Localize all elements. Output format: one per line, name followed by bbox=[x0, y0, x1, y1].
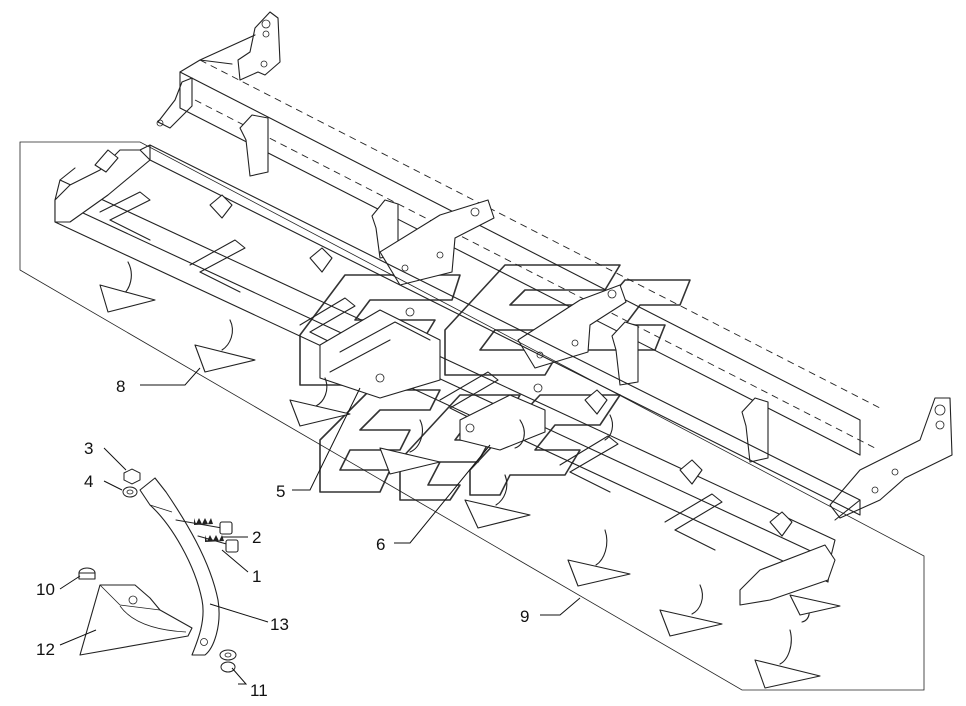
callout-12: 12 bbox=[36, 640, 55, 659]
callout-4: 4 bbox=[84, 472, 93, 491]
callout-6: 6 bbox=[376, 535, 385, 554]
callout-8: 8 bbox=[116, 377, 125, 396]
callout-13: 13 bbox=[270, 615, 289, 634]
tines-assembled bbox=[99, 261, 841, 689]
callout-3: 3 bbox=[84, 439, 93, 458]
callout-5: 5 bbox=[276, 482, 285, 501]
exploded-tine bbox=[78, 468, 239, 673]
assembly-outline-box bbox=[19, 141, 925, 691]
callout-leaders bbox=[59, 367, 581, 685]
tine-bar-frame bbox=[54, 144, 861, 606]
callout-11: 11 bbox=[250, 681, 268, 700]
main-frame-beam bbox=[156, 11, 953, 519]
callout-2: 2 bbox=[252, 528, 261, 547]
callout-labels: 3 4 2 1 10 12 13 11 8 5 6 9 bbox=[36, 377, 529, 700]
callout-1: 1 bbox=[252, 567, 261, 586]
callout-9: 9 bbox=[520, 607, 529, 626]
callout-10: 10 bbox=[36, 580, 55, 599]
